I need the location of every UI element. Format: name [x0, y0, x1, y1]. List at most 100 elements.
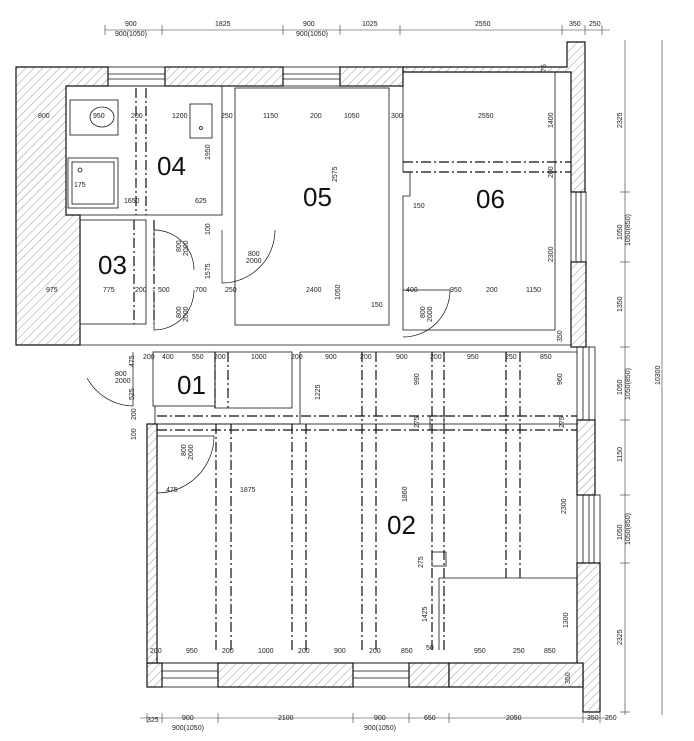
dim-label: 350 [565, 672, 572, 684]
dim-label: 275 [414, 416, 421, 428]
dim-label: 200 [131, 408, 138, 420]
dim-label: 850 [544, 648, 556, 655]
dim-label: 1575 [205, 263, 212, 279]
dim-right-a: 2325 [617, 112, 624, 128]
dim-top-c2: 900(1050) [296, 31, 328, 38]
dim-label: 950 [186, 648, 198, 655]
dim-label: 100 [131, 428, 138, 440]
bottom-dimension-chain: 325 900 900(1050) 2100 900 900(1050) 650… [140, 713, 617, 732]
dim-bottom-c: 2100 [278, 715, 294, 722]
dim-bottom-a: 325 [147, 717, 159, 724]
dim-bottom-b2: 900(1050) [172, 725, 204, 732]
dim-label: 950 [474, 648, 486, 655]
dim-label: 200 [360, 354, 372, 361]
dim-label: 250 [513, 648, 525, 655]
dim-label: 900 [396, 354, 408, 361]
dim-label: 1050 [344, 113, 360, 120]
dim-label: 2550 [478, 113, 494, 120]
dim-label: 200 [143, 354, 155, 361]
dim-label: 1425 [422, 606, 429, 622]
dim-top-f: 350 [569, 21, 581, 28]
dim-label: 400 [406, 287, 418, 294]
dim-label: 550 [192, 354, 204, 361]
dim-label: 2000 [183, 240, 190, 256]
dim-label: 200 [310, 113, 322, 120]
dim-label: 75 [541, 64, 548, 72]
dim-label: 2300 [561, 498, 568, 514]
dim-label: 50 [426, 645, 434, 652]
dim-label: 250 [505, 354, 517, 361]
dim-label: 1225 [315, 384, 322, 400]
dim-top-d: 1025 [362, 21, 378, 28]
dim-label: 2575 [332, 166, 339, 182]
dim-right-f2: 1050(850) [625, 513, 632, 545]
dim-bottom-b: 900 [182, 715, 194, 722]
dim-label: 1000 [251, 354, 267, 361]
room-label-05: 05 [303, 182, 332, 212]
dim-label: 200 [131, 113, 143, 120]
dim-label: 975 [46, 287, 58, 294]
room-label-02: 02 [387, 510, 416, 540]
dim-label: 1860 [402, 486, 409, 502]
dim-right-d: 1050 [617, 379, 624, 395]
room-label-03: 03 [98, 250, 127, 280]
dim-label: 400 [162, 354, 174, 361]
dim-label: 800 [248, 251, 260, 258]
dim-top-a: 900 [125, 21, 137, 28]
dim-bottom-d: 900 [374, 715, 386, 722]
dim-label: 1150 [526, 287, 541, 294]
dim-label: 250 [221, 113, 233, 120]
dim-label: 2000 [427, 306, 434, 322]
dim-label: 200 [291, 354, 303, 361]
dim-right-g: 2325 [617, 629, 624, 645]
dim-label: 625 [195, 198, 207, 205]
dim-right-b: 1050 [617, 224, 624, 240]
dim-label: 2400 [306, 287, 322, 294]
dim-label: 2000 [183, 306, 190, 322]
dim-label: 200 [150, 648, 162, 655]
dim-label: 800 [181, 444, 188, 456]
dim-label: 200 [135, 287, 147, 294]
right-dimension-chain: 2325 1050 1050(850) 1350 1050 1050(850) … [617, 40, 663, 715]
dim-label: 2000 [115, 378, 131, 385]
dim-label: 500 [158, 287, 170, 294]
room-label-01: 01 [177, 370, 206, 400]
interior-partitions [16, 71, 578, 664]
dim-right-d2: 1050(850) [625, 368, 632, 400]
dim-label: 2000 [188, 444, 195, 460]
dim-top-c: 900 [303, 21, 315, 28]
dim-label: 175 [74, 182, 86, 189]
dim-label: 900 [334, 648, 346, 655]
dim-top-g: 250 [589, 21, 601, 28]
dim-label: 475 [129, 355, 136, 367]
dim-top-e: 2550 [475, 21, 491, 28]
dim-label: 800 [420, 306, 427, 318]
dim-label: 200 [222, 648, 234, 655]
dim-label: 900 [325, 354, 337, 361]
dim-label: 700 [195, 287, 207, 294]
beam-lines [133, 88, 577, 650]
dim-top-b: 1825 [215, 21, 231, 28]
dim-label: 2000 [246, 258, 262, 265]
dim-label: 1150 [263, 113, 278, 120]
dim-label: 1200 [172, 113, 188, 120]
dim-label: 100 [205, 223, 212, 235]
bathroom-fixtures [67, 99, 213, 209]
dim-label: 2300 [548, 246, 555, 262]
dim-label: 275 [559, 416, 566, 428]
dim-right-f: 1050 [617, 524, 624, 540]
dim-label: 525 [129, 388, 136, 400]
dim-bottom-h: 250 [605, 715, 617, 722]
dim-label: 150 [413, 203, 425, 210]
dim-label: 850 [540, 354, 552, 361]
dim-label: 800 [38, 113, 50, 120]
dim-label: 850 [401, 648, 413, 655]
dim-label: 950 [93, 113, 105, 120]
dim-right-c: 1350 [617, 296, 624, 312]
dim-label: 1000 [258, 648, 274, 655]
dim-bottom-d2: 900(1050) [364, 725, 396, 732]
dim-label: 300 [391, 113, 403, 120]
doors [86, 229, 451, 494]
dim-label: 1050 [335, 284, 342, 300]
